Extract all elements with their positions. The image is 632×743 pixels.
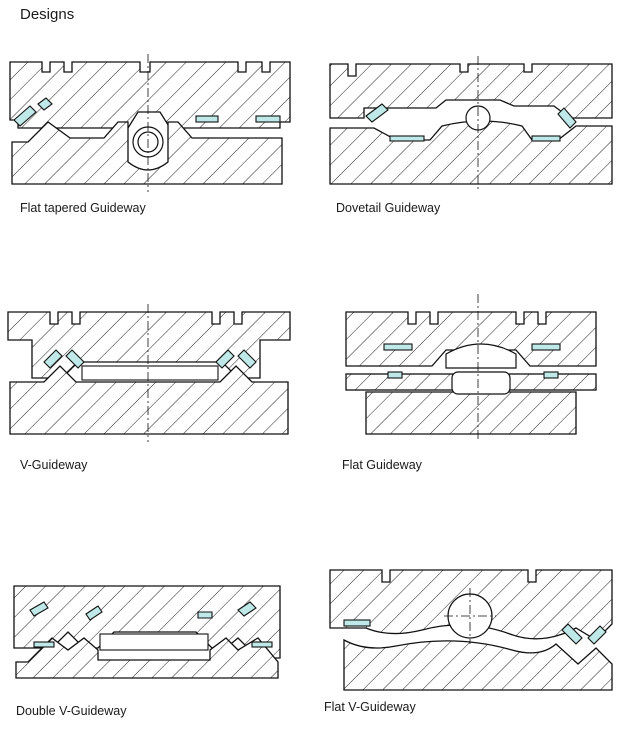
flat-tapered-guideway-drawing [9, 54, 291, 192]
liner-v-right [587, 625, 607, 645]
recess [81, 365, 219, 381]
v-guideway-drawing [7, 304, 291, 442]
liner-right-low [543, 371, 559, 379]
caption-flat-tapered: Flat tapered Guideway [20, 201, 146, 215]
dovetail-guideway-drawing [329, 56, 613, 192]
liner-right-a [215, 349, 235, 369]
liner-right-2 [255, 115, 281, 123]
liner-right-1 [195, 115, 219, 123]
liner-v-left [561, 623, 583, 645]
caption-flat-v: Flat V-Guideway [324, 700, 416, 714]
carriage [345, 311, 597, 367]
liner-3 [197, 611, 213, 619]
carriage [329, 63, 613, 119]
liner-bottom-left [389, 135, 425, 142]
flat-guideway-drawing [345, 294, 597, 442]
double-v-guideway-drawing [13, 585, 281, 679]
carriage [9, 61, 291, 129]
center-block [445, 343, 517, 369]
center-key [451, 371, 511, 395]
liner-left-a [43, 349, 63, 369]
caption-v-guideway: V-Guideway [20, 458, 88, 472]
liner-2 [85, 605, 103, 621]
caption-flat: Flat Guideway [342, 458, 422, 472]
liner-right [531, 343, 561, 351]
page-title: Designs [20, 6, 75, 23]
base-rail [9, 365, 289, 435]
liner-left-low [387, 371, 403, 379]
liner-left [383, 343, 413, 351]
liner-1 [29, 601, 49, 617]
liner-left-b [65, 349, 85, 369]
liner-6 [251, 641, 273, 648]
base-rail [15, 637, 279, 679]
liner-left-2 [37, 97, 53, 111]
liner-left-1 [13, 105, 37, 127]
liner-5 [33, 641, 55, 648]
liner-4 [237, 601, 257, 617]
liner-bottom-right [531, 135, 561, 142]
liner-left [365, 103, 389, 123]
liner-right-b [237, 349, 257, 369]
liner-flat [343, 619, 371, 627]
center-recess [99, 633, 209, 651]
caption-double-v: Double V-Guideway [16, 704, 127, 718]
base-lower [365, 391, 577, 435]
liner-right [557, 107, 577, 129]
flat-v-guideway-drawing [329, 569, 613, 691]
base-rail [329, 120, 613, 185]
caption-dovetail: Dovetail Guideway [336, 201, 441, 215]
base-rail [343, 638, 613, 691]
